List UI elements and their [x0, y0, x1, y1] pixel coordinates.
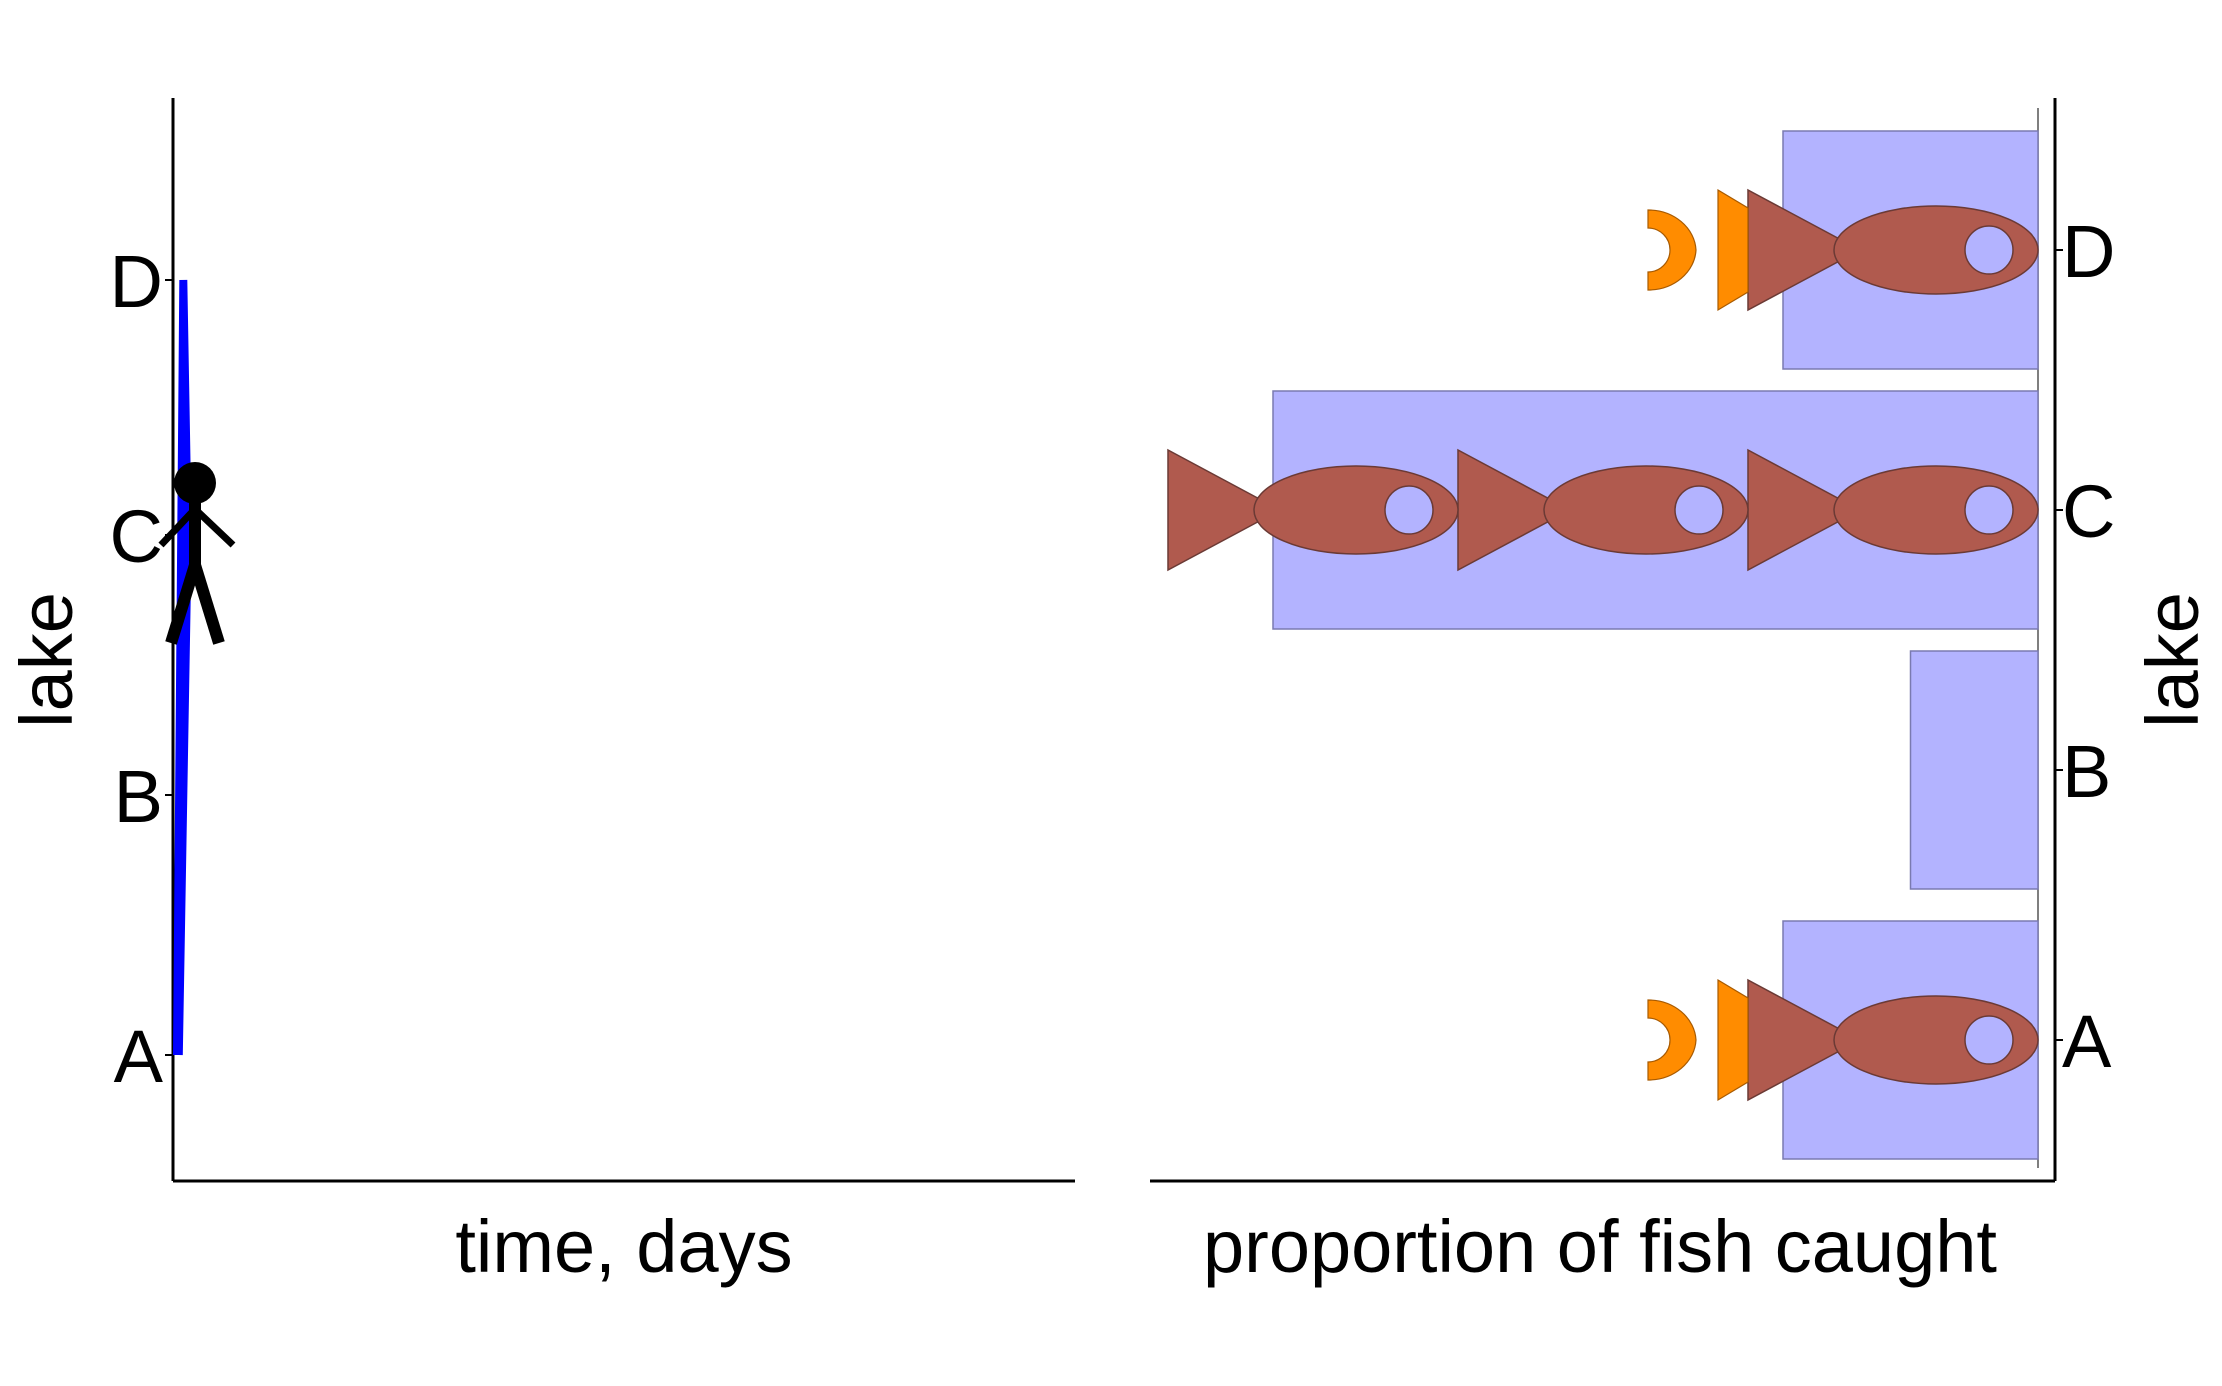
- right-panel: A B C D proportion of fish caught lake: [1150, 98, 2214, 1288]
- bar-B: [1909, 650, 2039, 890]
- right-tick-label-D: D: [2062, 210, 2115, 293]
- left-tick-label-B: B: [114, 755, 163, 838]
- left-panel: A B C D time, days lake: [5, 98, 1075, 1288]
- right-tick-label-B: B: [2062, 730, 2111, 813]
- person-icon: [158, 462, 236, 645]
- left-y-ticks: A B C D: [110, 240, 173, 1098]
- right-tick-label-A: A: [2062, 1000, 2112, 1083]
- left-y-axis-title: lake: [5, 592, 88, 728]
- right-x-axis-title: proportion of fish caught: [1203, 1205, 1997, 1288]
- left-x-axis-title: time, days: [455, 1205, 792, 1288]
- bar-group: [1167, 130, 2039, 1160]
- left-tick-label-C: C: [110, 495, 163, 578]
- partial-fish-icon: [1647, 188, 1749, 312]
- right-y-axis-title: lake: [2131, 592, 2214, 728]
- lake-visit-line: [173, 279, 192, 1056]
- partial-fish-icon: [1647, 978, 1749, 1102]
- right-y-ticks: A B C D: [2055, 210, 2115, 1083]
- right-tick-label-C: C: [2062, 470, 2115, 553]
- left-tick-label-A: A: [114, 1015, 164, 1098]
- left-tick-label-D: D: [110, 240, 163, 323]
